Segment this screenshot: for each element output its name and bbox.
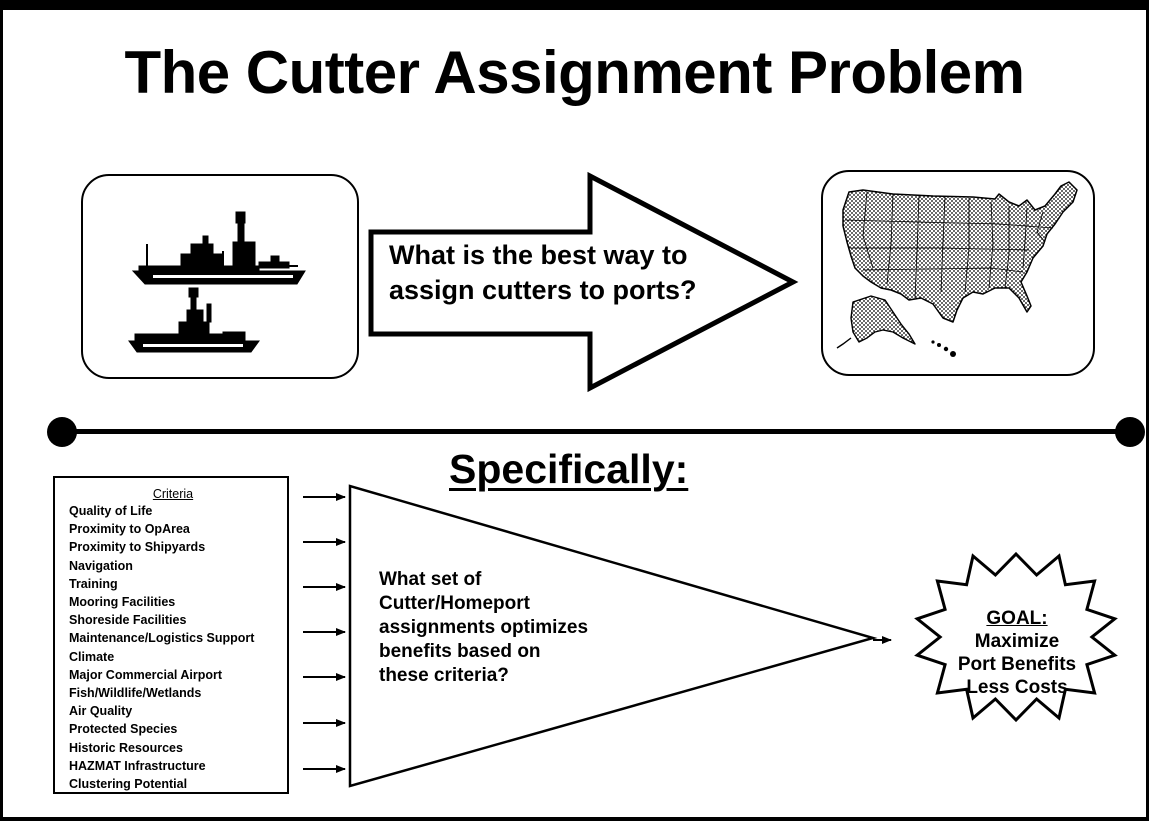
goal-line: Less Costs (966, 677, 1068, 698)
criteria-item: Maintenance/Logistics Support (69, 631, 255, 646)
goal-label: GOAL: (986, 608, 1048, 629)
question-text: What is the best way to assign cutters t… (389, 238, 697, 308)
criteria-list: Quality of Life Proximity to OpArea Prox… (69, 502, 287, 793)
cutter-ships-icon (128, 211, 306, 353)
criteria-item: Air Quality (69, 704, 133, 719)
criteria-item: Climate (69, 649, 115, 664)
map-panel (821, 170, 1095, 376)
input-arrows (303, 493, 346, 773)
criteria-item: Navigation (69, 558, 133, 573)
divider-dot-left (47, 417, 77, 447)
criteria-item: Fish/Wildlife/Wetlands (69, 686, 202, 701)
criteria-item: Proximity to OpArea (69, 522, 190, 537)
criteria-item: Major Commercial Airport (69, 667, 223, 682)
process-line: assignments optimizes (379, 617, 589, 638)
ships-panel (81, 174, 359, 379)
process-question: What set of Cutter/Homeport assignments … (379, 568, 588, 688)
slide-title: The Cutter Assignment Problem (124, 39, 1025, 106)
goal-line: Maximize (974, 631, 1060, 652)
question-line-2: assign cutters to ports? (389, 275, 697, 305)
section-divider (61, 429, 1131, 434)
criteria-item: Mooring Facilities (69, 595, 176, 610)
divider-dot-right (1115, 417, 1145, 447)
goal-text: GOAL: Maximize Port Benefits Less Costs (937, 607, 1097, 699)
goal-line: Port Benefits (957, 654, 1077, 675)
process-line: these criteria? (379, 665, 509, 686)
us-map-icon (836, 181, 1078, 357)
process-line: Cutter/Homeport (379, 593, 530, 614)
criteria-item: Proximity to Shipyards (69, 540, 206, 555)
criteria-item: Quality of Life (69, 504, 153, 518)
criteria-item: Training (69, 576, 118, 591)
criteria-item: Protected Species (69, 722, 178, 737)
criteria-item: HAZMAT Infrastructure (69, 758, 206, 773)
criteria-item: Shoreside Facilities (69, 613, 187, 628)
criteria-box: Criteria Quality of Life Proximity to Op… (53, 476, 289, 794)
criteria-item: Historic Resources (69, 740, 183, 755)
process-line: benefits based on (379, 641, 541, 662)
section-subtitle: Specifically: (449, 446, 689, 492)
criteria-header: Criteria (152, 487, 194, 501)
criteria-item: Clustering Potential (69, 777, 188, 792)
question-line-1: What is the best way to (389, 240, 688, 270)
process-line: What set of (379, 569, 482, 590)
